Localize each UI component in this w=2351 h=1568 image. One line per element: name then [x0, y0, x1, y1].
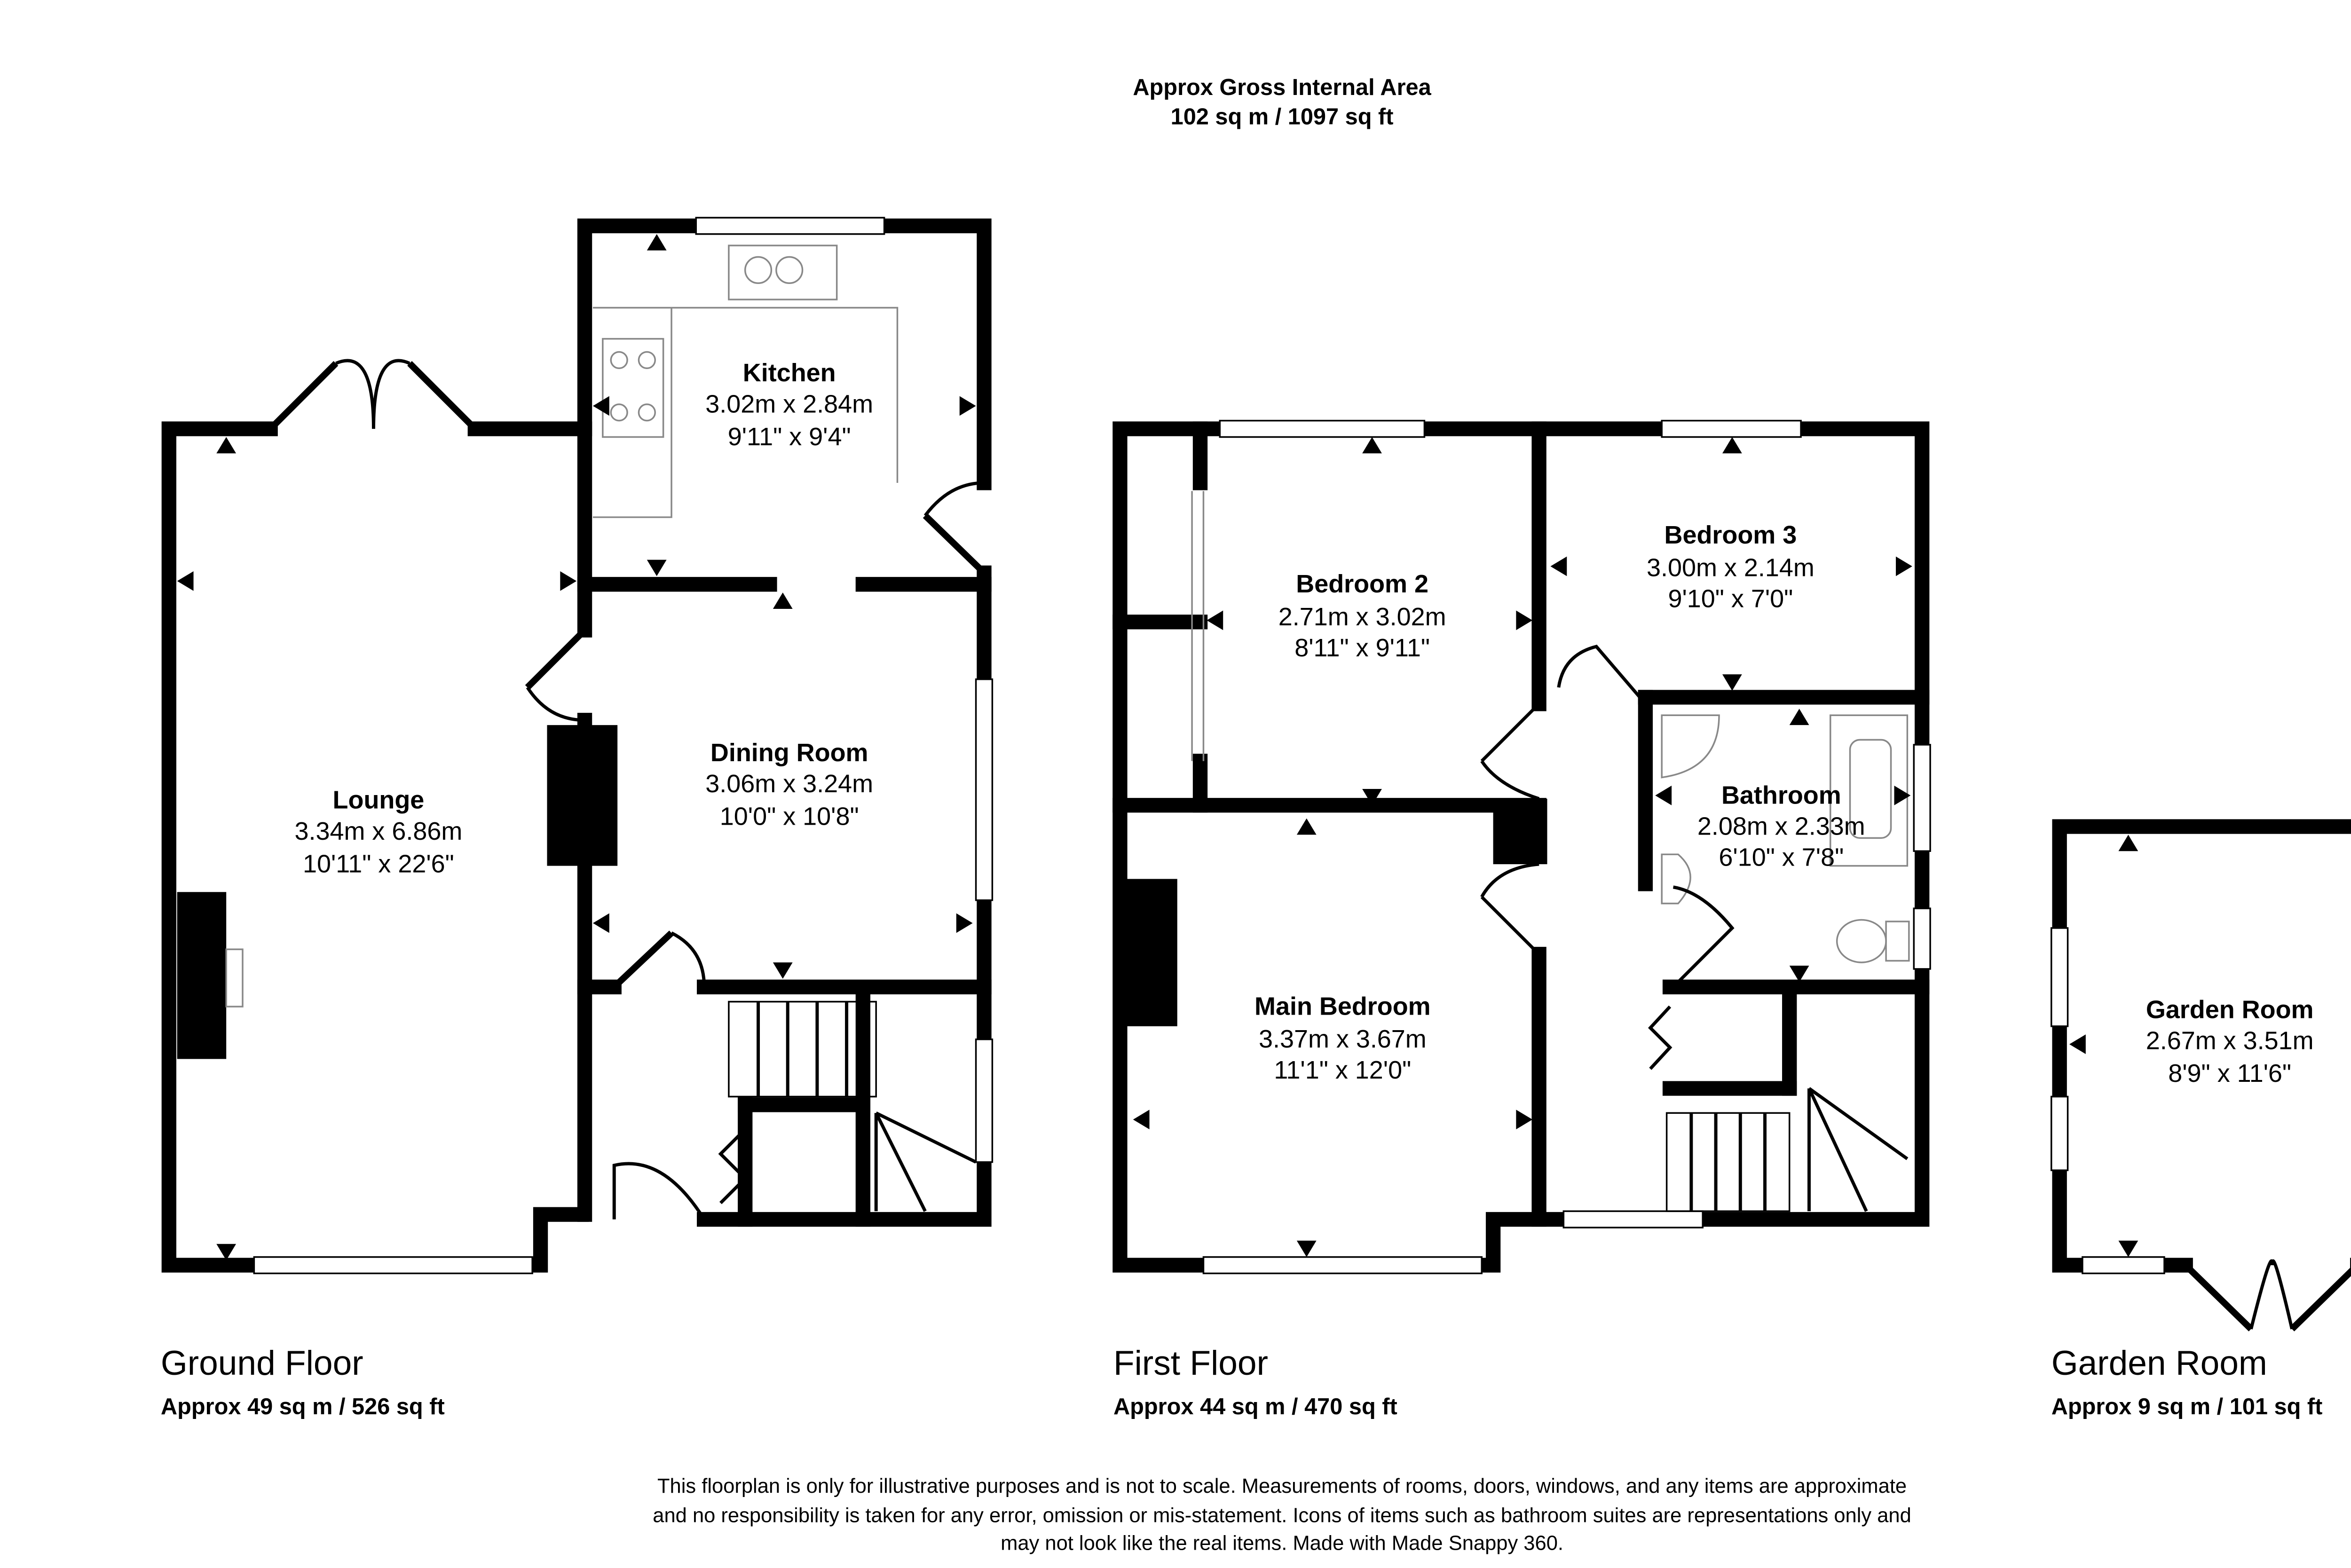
room-name: Main Bedroom: [1254, 992, 1431, 1020]
room-lounge: Lounge 3.34m x 6.86m 10'11" x 22'6": [295, 786, 463, 878]
first-floor-plan: Bedroom 2 2.71m x 3.02m 8'11" x 9'11" Be…: [1112, 419, 1931, 1419]
room-name: Kitchen: [743, 359, 836, 387]
room-name: Garden Room: [2146, 995, 2314, 1024]
room-size-metric: 3.34m x 6.86m: [295, 817, 463, 845]
disclaimer-line: and no responsibility is taken for any e…: [653, 1505, 1911, 1527]
room-name: Bathroom: [1721, 781, 1841, 809]
floor-area: Approx 9 sq m / 101 sq ft: [2051, 1394, 2323, 1419]
room-size-metric: 3.37m x 3.67m: [1259, 1025, 1427, 1053]
room-bathroom: Bathroom 2.08m x 2.33m 6'10" x 7'8": [1697, 781, 1865, 871]
room-bedroom-2: Bedroom 2 2.71m x 3.02m 8'11" x 9'11": [1278, 570, 1446, 662]
floor-area: Approx 49 sq m / 526 sq ft: [161, 1394, 445, 1419]
room-size-metric: 3.06m x 3.24m: [705, 770, 873, 798]
ground-floor-plan: Kitchen 3.02m x 2.84m 9'11" x 9'4" Dinin…: [161, 217, 994, 1419]
room-size-imperial: 8'9" x 11'6": [2168, 1059, 2291, 1087]
room-size-metric: 3.02m x 2.84m: [705, 390, 873, 418]
floor-name: Garden Room: [2051, 1344, 2267, 1382]
room-size-imperial: 11'1" x 12'0": [1274, 1056, 1411, 1084]
room-size-imperial: 10'0" x 10'8": [720, 803, 859, 831]
room-bedroom-3: Bedroom 3 3.00m x 2.14m 9'10" x 7'0": [1647, 521, 1815, 613]
room-name: Dining Room: [710, 739, 868, 767]
room-name: Bedroom 2: [1296, 570, 1428, 598]
room-size-imperial: 10'11" x 22'6": [303, 850, 454, 878]
gross-area-title: Approx Gross Internal Area: [1133, 75, 1431, 100]
room-size-imperial: 9'10" x 7'0": [1668, 585, 1793, 613]
room-size-imperial: 8'11" x 9'11": [1294, 634, 1430, 662]
room-garden-room: Garden Room 2.67m x 3.51m 8'9" x 11'6": [2146, 995, 2314, 1087]
disclaimer-line: This floorplan is only for illustrative …: [657, 1475, 1907, 1497]
disclaimer-line: may not look like the real items. Made w…: [1001, 1532, 1563, 1555]
gross-area-value: 102 sq m / 1097 sq ft: [1171, 104, 1394, 130]
floor-name: First Floor: [1113, 1344, 1268, 1382]
room-size-metric: 2.71m x 3.02m: [1278, 603, 1446, 631]
room-size-metric: 2.67m x 3.51m: [2146, 1026, 2314, 1055]
room-name: Lounge: [333, 786, 425, 814]
room-dining-room: Dining Room 3.06m x 3.24m 10'0" x 10'8": [705, 739, 873, 831]
room-size-imperial: 9'11" x 9'4": [728, 423, 851, 451]
floor-name: Ground Floor: [161, 1344, 363, 1382]
room-main-bedroom: Main Bedroom 3.37m x 3.67m 11'1" x 12'0": [1254, 992, 1431, 1084]
garden-room-plan: Garden Room 2.67m x 3.51m 8'9" x 11'6" G…: [2050, 819, 2351, 1419]
room-size-metric: 3.00m x 2.14m: [1647, 553, 1815, 582]
room-kitchen: Kitchen 3.02m x 2.84m 9'11" x 9'4": [705, 359, 873, 451]
room-size-metric: 2.08m x 2.33m: [1697, 812, 1865, 840]
room-size-imperial: 6'10" x 7'8": [1719, 843, 1844, 872]
room-name: Bedroom 3: [1665, 521, 1797, 549]
floor-area: Approx 44 sq m / 470 sq ft: [1113, 1394, 1397, 1419]
